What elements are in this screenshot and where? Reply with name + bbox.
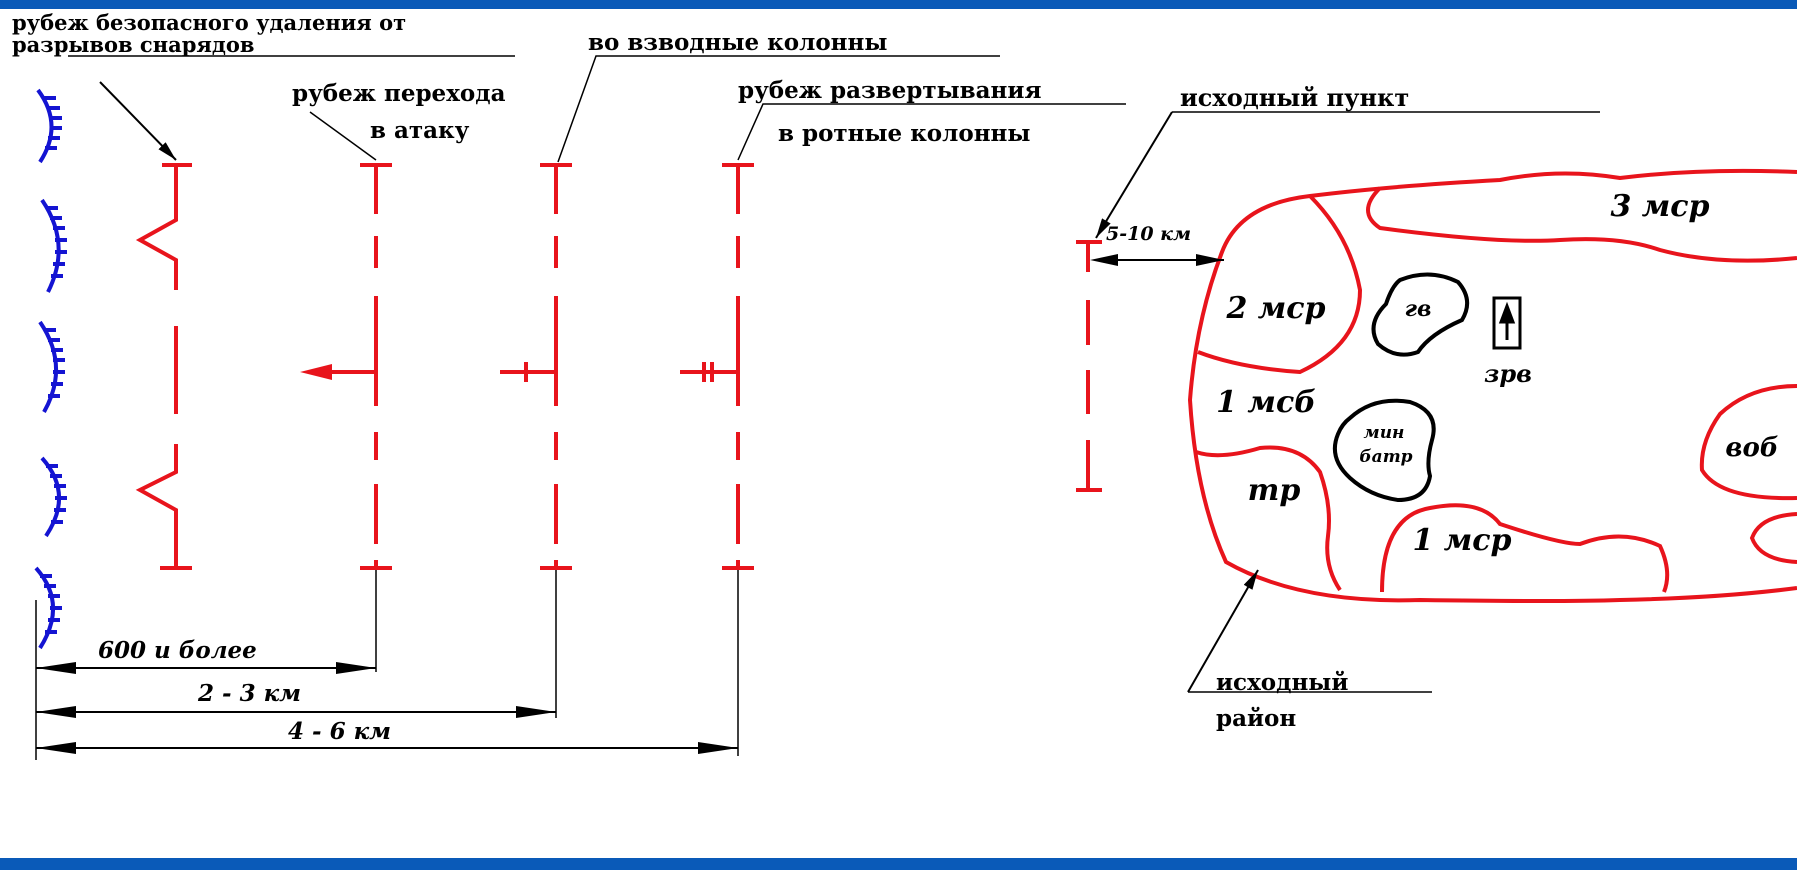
unit-msr2: 2 мср xyxy=(1225,291,1325,326)
distance-5-10-label: 5-10 км xyxy=(1106,223,1191,245)
safe-line-label-1: рубеж безопасного удаления от xyxy=(12,10,406,35)
trench-segment-4 xyxy=(40,456,67,538)
unit-msr3: 3 мср xyxy=(1610,189,1709,224)
unit-msr1: 1 мср xyxy=(1412,523,1511,558)
enemy-trench-line xyxy=(34,88,67,650)
start-area-boundary xyxy=(1187,168,1797,603)
msr3-boundary xyxy=(1366,186,1797,263)
start-area-regions xyxy=(1187,168,1797,603)
unit-vob: воб xyxy=(1725,433,1778,463)
dim-5-10-right-arrow xyxy=(1196,254,1224,266)
deploy-line-label-2: в ротные колонны xyxy=(778,120,1030,147)
dimension-lines xyxy=(35,570,739,760)
vob-boundary xyxy=(1699,384,1797,501)
trench-segment-2 xyxy=(40,198,67,293)
dimension-arrowheads xyxy=(36,662,738,754)
unit-zrv: зрв xyxy=(1484,359,1532,388)
trench-segment-5 xyxy=(34,566,62,650)
attack-line-label-1: рубеж перехода xyxy=(292,80,506,107)
start-area-label-2: район xyxy=(1216,705,1296,732)
msr1-notch xyxy=(1749,512,1797,564)
company-column-line xyxy=(680,163,754,570)
dimension-4-6-label: 4 - 6 км xyxy=(288,718,391,745)
trench-segment-3 xyxy=(38,320,65,413)
platoon-columns-label: во взводные колонны xyxy=(588,29,887,56)
msr2-boundary xyxy=(1197,194,1363,375)
unit-minbatr-1: мин xyxy=(1364,423,1405,443)
trench-segment-1 xyxy=(36,88,62,164)
attack-line-label-2: в атаку xyxy=(370,117,470,144)
start-point-line xyxy=(1076,240,1102,492)
attack-direction-arrow xyxy=(300,364,332,380)
platoon-column-line xyxy=(500,163,572,570)
zrv-symbol xyxy=(1492,296,1522,350)
dim-5-10-left-arrow xyxy=(1090,254,1118,266)
leader-lines xyxy=(68,55,1600,693)
tr-boundary xyxy=(1195,445,1342,592)
dimension-600-label: 600 и более xyxy=(98,637,257,664)
deploy-line-label-1: рубеж развертывания xyxy=(738,77,1041,104)
safe-distance-line xyxy=(135,163,192,570)
start-area-label-1: исходный xyxy=(1216,669,1348,696)
minbatr-blob xyxy=(1333,398,1436,503)
unit-msb1: 1 мсб xyxy=(1216,385,1316,420)
gv-blob xyxy=(1371,272,1470,357)
dimension-2-3-label: 2 - 3 км xyxy=(197,680,301,707)
safe-line-label-2: разрывов снарядов xyxy=(12,32,254,57)
bottom-frame-bar xyxy=(0,858,1797,870)
start-point-label: исходный пункт xyxy=(1180,83,1409,112)
unit-tr: тр xyxy=(1248,473,1301,508)
unit-minbatr-2: батр xyxy=(1359,447,1412,467)
msr1-boundary xyxy=(1380,503,1670,593)
top-frame-bar xyxy=(0,0,1797,9)
unit-gv: гв xyxy=(1405,296,1432,322)
